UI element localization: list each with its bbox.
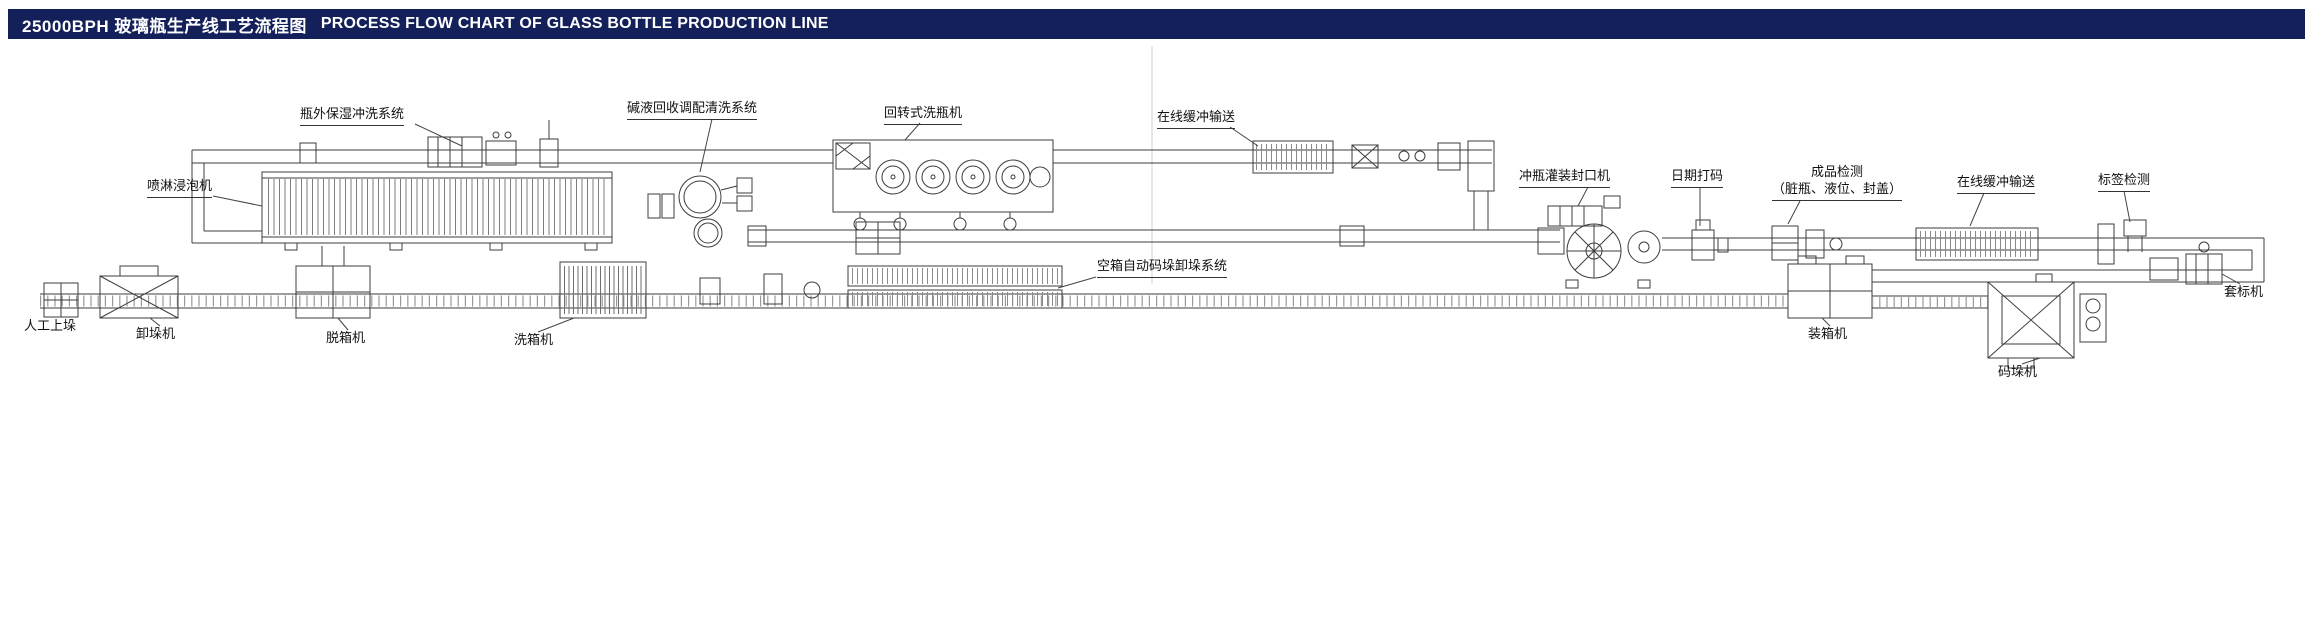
label-decrater: 脱箱机 [326,330,366,345]
empty-crate-palletizing-system [847,265,1063,309]
spray-soaker-machine [261,171,613,251]
label-sleeve-labeler: 套标机 [2224,284,2264,299]
label-crate-packer: 装箱机 [1808,326,1848,341]
discharge-conveyor [1662,237,2265,283]
mid-conveyor [747,221,1560,255]
title-chinese: 25000BPH 玻璃瓶生产线工艺流程图 [22,16,307,36]
label-crate-washer: 洗箱机 [514,332,554,347]
rotary-bottle-washer [832,139,1054,231]
product-inspection-equipment [1771,225,1843,261]
label-spray-soaker: 喷淋浸泡机 [147,178,213,198]
label-inspection-equipment [2097,219,2147,265]
infeed-top-conveyor [191,149,556,244]
label-bottle-exterior-rinse: 瓶外保湿冲洗系统 [300,106,405,126]
label-buffer-conveyor-top: 在线缓冲输送 [1157,109,1236,129]
title-english: PROCESS FLOW CHART OF GLASS BOTTLE PRODU… [320,15,829,32]
leader-lines [149,118,2241,365]
top-line-descender [1467,140,1495,230]
palletizer-machine [1987,273,2107,369]
alkali-recovery-tanks [647,175,753,248]
label-rinser-filler-capper: 冲瓶灌装封口机 [1519,168,1611,188]
title-bar: 25000BPH 玻璃瓶生产线工艺流程图 PROCESS FLOW CHART … [8,9,2305,39]
crate-line-accessories [699,273,821,305]
label-label-inspection: 标签检测 [2098,172,2151,192]
buffer-table-top [1252,140,1461,174]
sleeve-labeler-machine [2149,241,2223,285]
label-palletizer: 码垛机 [1998,364,2038,379]
rinser-filler-capper-machine [1537,195,1661,289]
label-product-inspection-line2: （脏瓶、液位、封盖） [1772,180,1903,196]
decrater-machine [295,246,371,319]
depalletizer-machine [99,265,179,319]
label-rotary-washer: 回转式洗瓶机 [884,105,963,125]
date-coder-equipment [1691,219,1729,261]
label-date-coder: 日期打码 [1671,168,1724,188]
label-alkali-recovery: 碱液回收调配清洗系统 [627,100,758,120]
crate-washer-machine [559,261,647,319]
label-product-inspection: 成品检测 （脏瓶、液位、封盖） [1772,164,1903,201]
main-crate-conveyor [40,293,1788,309]
crate-packer-machine [1787,255,1873,319]
label-buffer-conveyor-right: 在线缓冲输送 [1957,174,2036,194]
buffer-conveyor-right-equipment [1915,227,2039,261]
label-manual-loading: 人工上垛 [24,318,77,333]
label-depalletizer: 卸垛机 [136,326,176,341]
label-product-inspection-line1: 成品检测 [1811,164,1864,179]
packer-out-conveyor [1872,295,1988,309]
manual-loading-station [43,282,79,318]
label-empty-crate-system: 空箱自动码垛卸垛系统 [1097,258,1228,278]
bottle-exterior-rinse-equipment [299,120,559,168]
